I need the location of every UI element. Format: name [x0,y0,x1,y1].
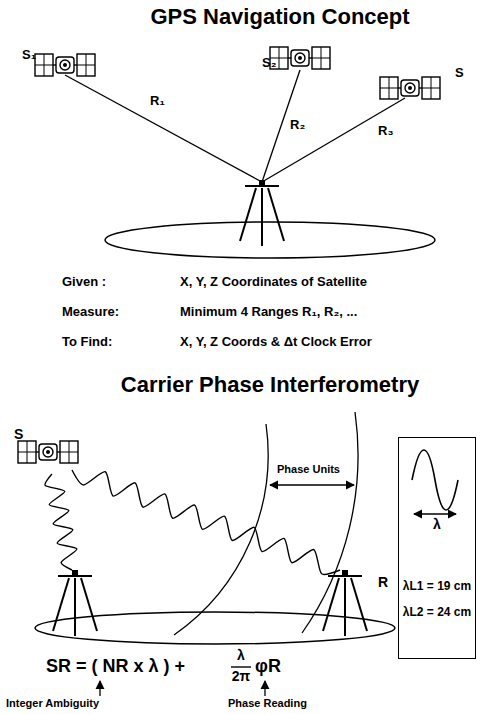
wavelength-box: λ λL1 = 19 cm λL2 = 24 cm [398,437,476,659]
equation: λ [237,647,245,663]
equation: 2π [232,668,251,684]
annotation: Phase Reading [228,697,307,710]
wavelength-value: λL1 = 19 cm [403,579,471,593]
tripod [323,570,367,636]
title: GPS Navigation Concept [150,4,409,29]
range-label: R₂ [290,118,305,133]
row-heading: To Find: [62,335,112,350]
satellite [35,54,95,76]
range-label: R₁ [150,94,165,109]
tripod [240,180,284,246]
wavelength-value: λL2 = 24 cm [403,605,471,619]
equation: φR [255,656,281,677]
range-label: R₃ [378,124,393,139]
ground-ellipse [35,612,395,644]
row-heading: Given : [62,275,106,290]
carrier-waves [45,470,340,574]
satellite-label: S₁ [22,48,36,63]
range-lines [65,70,405,182]
wavefront-arc [302,412,358,633]
row-text: Minimum 4 Ranges R₁, R₂, ... [180,305,357,320]
row-text: X, Y, Z Coords & Δt Clock Error [180,335,372,350]
wavelength-arrow [414,513,456,514]
satellite-label: S₂ [262,56,276,71]
satellite-label: S [455,66,464,81]
title: Carrier Phase Interferometry [121,372,419,397]
satellite [270,47,330,69]
fraction-bar [231,666,251,667]
receiver-label: R [378,574,388,590]
row-heading: Measure: [62,305,119,320]
dimension-label: Phase Units [277,463,340,476]
wavelength-symbol: λ [433,516,441,533]
row-text: X, Y, Z Coordinates of Satellite [180,275,367,290]
annotation: Integer Ambiguity [6,697,99,710]
pointer-arrow [99,681,100,696]
pointer-arrow [264,681,265,696]
tripod [53,570,97,636]
satellite [380,77,440,99]
satellite-label: S [14,426,23,442]
carrier-wave [72,470,340,574]
equation: SR = ( NR x λ ) + [46,656,185,677]
sine-wave [412,450,458,510]
phase-units-arrow [270,484,354,485]
satellite [18,441,78,463]
ground-ellipse [105,222,435,258]
carrier-wave [45,474,77,570]
wavefront-arc [174,424,268,635]
